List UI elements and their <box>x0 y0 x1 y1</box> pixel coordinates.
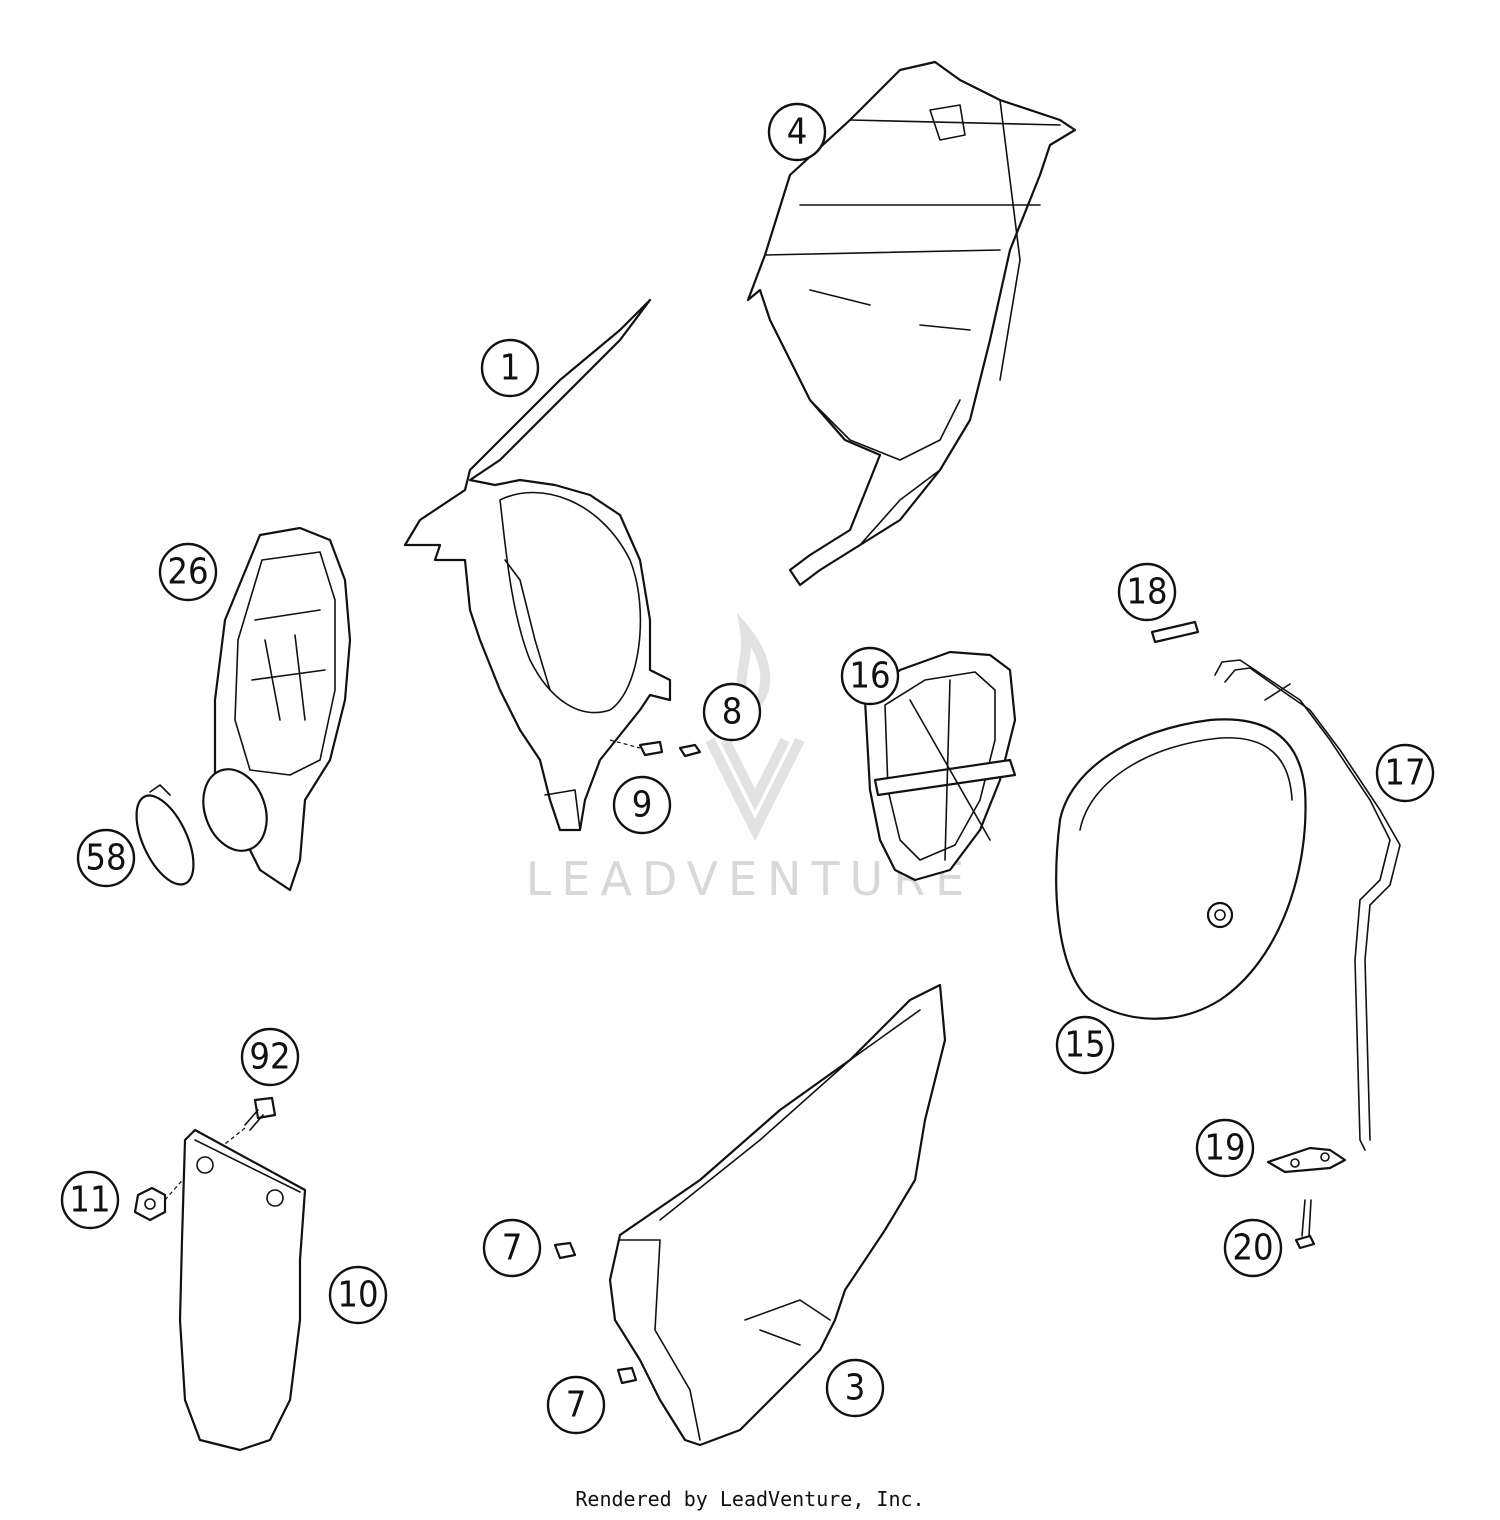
svg-text:58: 58 <box>85 838 126 879</box>
part-20-screw <box>1294 1199 1316 1250</box>
callout-92: 92 <box>240 1027 300 1087</box>
svg-text:3: 3 <box>845 1368 866 1409</box>
part-10-mud-flap <box>178 1128 307 1452</box>
part-26-intake-boot <box>202 526 352 892</box>
callout-7-lower: 7 <box>546 1375 606 1435</box>
svg-text:10: 10 <box>337 1275 378 1316</box>
callout-16: 16 <box>840 646 900 706</box>
svg-text:17: 17 <box>1384 753 1425 794</box>
part-19-plate <box>1266 1146 1347 1174</box>
callout-18: 18 <box>1117 562 1177 622</box>
part-18-pin <box>1150 620 1200 644</box>
callout-11: 11 <box>60 1170 120 1230</box>
callout-19: 19 <box>1195 1118 1255 1178</box>
callout-4: 4 <box>767 102 827 162</box>
callout-26: 26 <box>158 542 218 602</box>
callout-9: 9 <box>612 775 672 835</box>
footer-credit: Rendered by LeadVenture, Inc. <box>575 1487 925 1511</box>
callout-7-upper: 7 <box>482 1218 542 1278</box>
callout-17: 17 <box>1375 743 1435 803</box>
callout-3: 3 <box>825 1358 885 1418</box>
svg-text:7: 7 <box>502 1228 523 1269</box>
callout-10: 10 <box>328 1265 388 1325</box>
svg-text:20: 20 <box>1232 1228 1273 1269</box>
callout-8: 8 <box>702 682 762 742</box>
svg-text:92: 92 <box>249 1037 290 1078</box>
svg-text:4: 4 <box>787 112 808 153</box>
svg-text:16: 16 <box>849 656 890 697</box>
part-58-clamp <box>135 784 195 886</box>
watermark-logo-icon <box>705 612 805 842</box>
svg-text:26: 26 <box>167 552 208 593</box>
part-3-side-panel <box>608 983 947 1447</box>
part-7-fasteners <box>553 1241 638 1385</box>
callout-20: 20 <box>1223 1218 1283 1278</box>
svg-text:15: 15 <box>1064 1025 1105 1066</box>
part-1-airbox-side <box>403 298 672 832</box>
svg-text:18: 18 <box>1126 572 1167 613</box>
callout-1: 1 <box>480 338 540 398</box>
part-4-airbox <box>746 60 1077 587</box>
part-17-wire-bracket <box>1214 659 1401 1151</box>
callout-15: 15 <box>1055 1015 1115 1075</box>
svg-text:7: 7 <box>566 1385 587 1426</box>
svg-text:8: 8 <box>722 692 743 733</box>
part-16-filter-cage <box>863 650 1017 882</box>
svg-text:9: 9 <box>632 785 653 826</box>
part-11-nut <box>133 1159 201 1222</box>
part-15-air-filter <box>1055 718 1307 1020</box>
svg-text:19: 19 <box>1204 1128 1245 1169</box>
svg-text:11: 11 <box>69 1180 110 1221</box>
callout-58: 58 <box>76 828 136 888</box>
part-8-9-fasteners <box>609 739 702 758</box>
svg-text:1: 1 <box>500 348 521 389</box>
